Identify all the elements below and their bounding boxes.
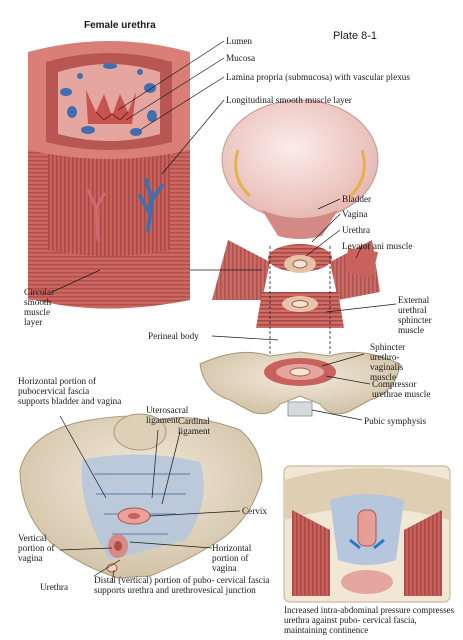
label-vertical-vagina: Vertical portion of vagina — [18, 533, 55, 563]
label-longitudinal-muscle: Longitudinal smooth muscle layer — [226, 95, 352, 105]
label-circular-muscle: Circular smooth muscle layer — [24, 287, 55, 327]
continence-inset — [283, 465, 451, 603]
label-urethra-lower: Urethra — [40, 582, 69, 592]
label-bladder: Bladder — [342, 194, 372, 204]
bladder-complex — [212, 99, 380, 362]
inset-caption: Increased intra-abdominal pressure compr… — [284, 605, 455, 635]
label-perineal-body: Perineal body — [148, 331, 199, 341]
leader-lines — [51, 40, 397, 583]
label-external-sphincter: External urethral sphincter muscle — [398, 295, 432, 335]
figure-title: Female urethra — [84, 20, 156, 31]
label-horizontal-fascia: Horizontal portion of pubocervical fasci… — [18, 376, 122, 406]
pelvis-superior — [19, 413, 263, 579]
label-mucosa: Mucosa — [226, 53, 256, 63]
pelvis-anterior — [199, 351, 401, 417]
label-horizontal-vagina: Horizontal portion of vagina — [212, 543, 252, 573]
urethra-cylinder — [28, 41, 190, 309]
label-uterosacral: Uterosacral ligament — [146, 405, 189, 425]
label-pubic-symphysis: Pubic symphysis — [364, 416, 427, 426]
label-lumen: Lumen — [226, 36, 253, 46]
label-lamina-propria: Lamina propria (submucosa) with vascular… — [226, 72, 410, 82]
label-cervix: Cervix — [242, 506, 268, 516]
label-sphincter-urethrovaginalis: Sphincter urethro- vaginalis muscle — [370, 342, 406, 382]
plate-number: Plate 8-1 — [333, 30, 378, 42]
label-cardinal: Cardinal ligament — [178, 416, 211, 436]
label-vagina: Vagina — [342, 209, 368, 219]
label-levator-ani: Levator ani muscle — [342, 241, 413, 251]
label-compressor: Compressor urethrae muscle — [372, 379, 431, 399]
label-distal-fascia: Distal (vertical) portion of pubo- cervi… — [94, 575, 270, 595]
label-urethra-upper: Urethra — [342, 225, 371, 235]
